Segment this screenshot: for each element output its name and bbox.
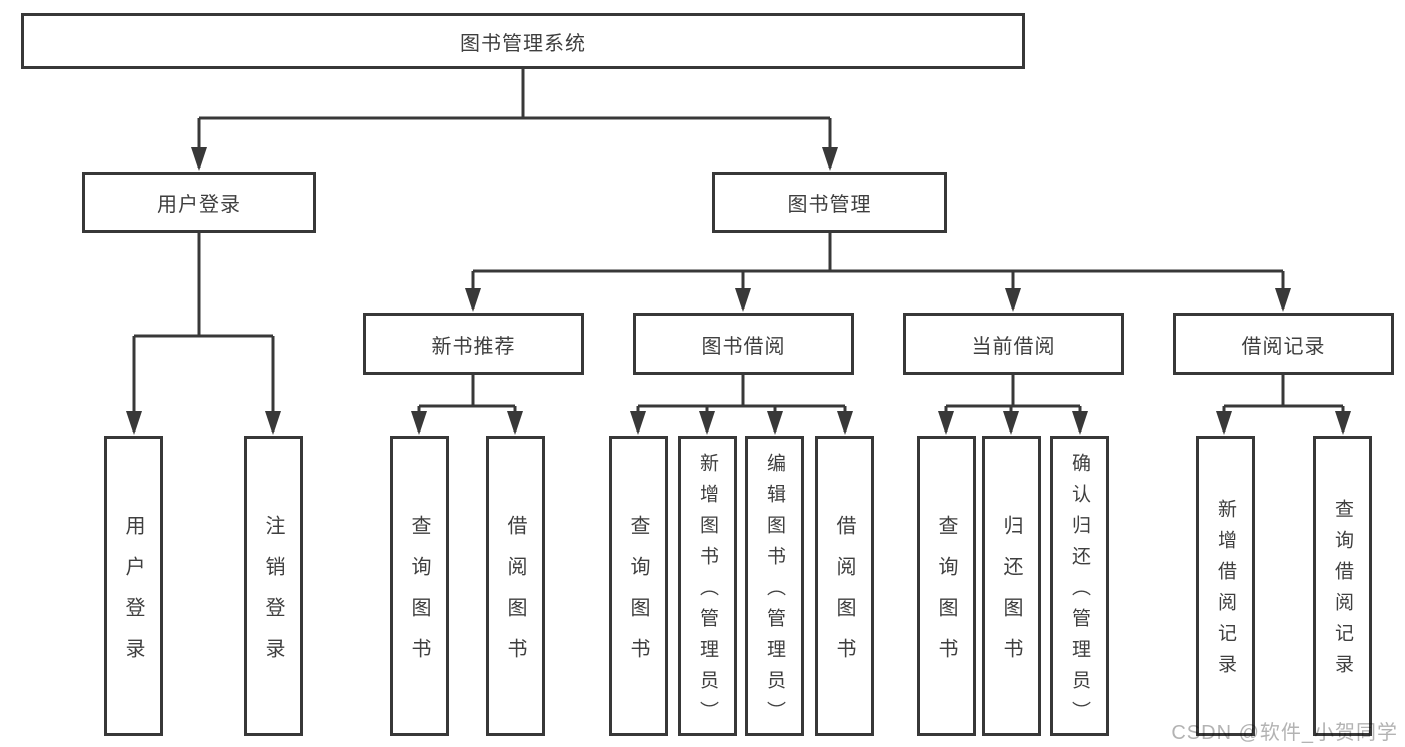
node-borrow-records: 借阅记录 — [1173, 313, 1394, 375]
node-label: 注销登录 — [262, 514, 284, 679]
node-book-borrow: 图书借阅 — [633, 313, 854, 375]
node-user-login: 用户登录 — [82, 172, 316, 233]
node-label: 新增借阅记录 — [1215, 499, 1236, 685]
leaf-query-books-borrow: 查询图书 — [609, 436, 668, 736]
node-label: 确认归还（管理员） — [1069, 452, 1090, 732]
node-label: 查询借阅记录 — [1332, 499, 1353, 685]
node-label: 归还图书 — [1000, 514, 1022, 679]
node-label: 当前借阅 — [971, 335, 1056, 358]
leaf-query-books-new-book: 查询图书 — [390, 436, 449, 736]
node-label: 借阅图书 — [504, 514, 526, 679]
node-label: 图书借阅 — [701, 335, 786, 358]
node-label: 新书推荐 — [431, 335, 516, 358]
node-label: 图书管理 — [787, 194, 872, 216]
node-label: 编辑图书（管理员） — [764, 452, 785, 732]
leaf-borrow-books-borrow: 借阅图书 — [815, 436, 874, 736]
node-label: 用户登录 — [157, 194, 241, 216]
leaf-user-login: 用户登录 — [104, 436, 163, 736]
csdn-watermark: CSDN @软件_小贺同学 — [1171, 722, 1398, 744]
leaf-logout: 注销登录 — [244, 436, 303, 736]
leaf-confirm-return-admin: 确认归还（管理员） — [1050, 436, 1109, 736]
node-new-book-recommend: 新书推荐 — [363, 313, 584, 375]
node-current-borrow: 当前借阅 — [903, 313, 1124, 375]
node-label: 借阅图书 — [833, 514, 855, 679]
node-label: 查询图书 — [935, 514, 957, 679]
leaf-return-books: 归还图书 — [982, 436, 1041, 736]
node-label: 查询图书 — [627, 514, 649, 679]
leaf-edit-books-admin: 编辑图书（管理员） — [745, 436, 804, 736]
leaf-query-borrow-record: 查询借阅记录 — [1313, 436, 1372, 736]
node-root-library-management-system: 图书管理系统 — [21, 13, 1025, 69]
node-label: 用户登录 — [122, 514, 144, 679]
node-label: 新增图书（管理员） — [697, 452, 718, 732]
leaf-query-books-current: 查询图书 — [917, 436, 976, 736]
leaf-borrow-books-new-book: 借阅图书 — [486, 436, 545, 736]
leaf-add-borrow-record: 新增借阅记录 — [1196, 436, 1255, 736]
node-label: 图书管理系统 — [460, 32, 586, 55]
node-label: 借阅记录 — [1241, 335, 1326, 358]
node-book-management: 图书管理 — [712, 172, 947, 233]
leaf-add-books-admin: 新增图书（管理员） — [678, 436, 737, 736]
node-label: 查询图书 — [408, 514, 430, 679]
